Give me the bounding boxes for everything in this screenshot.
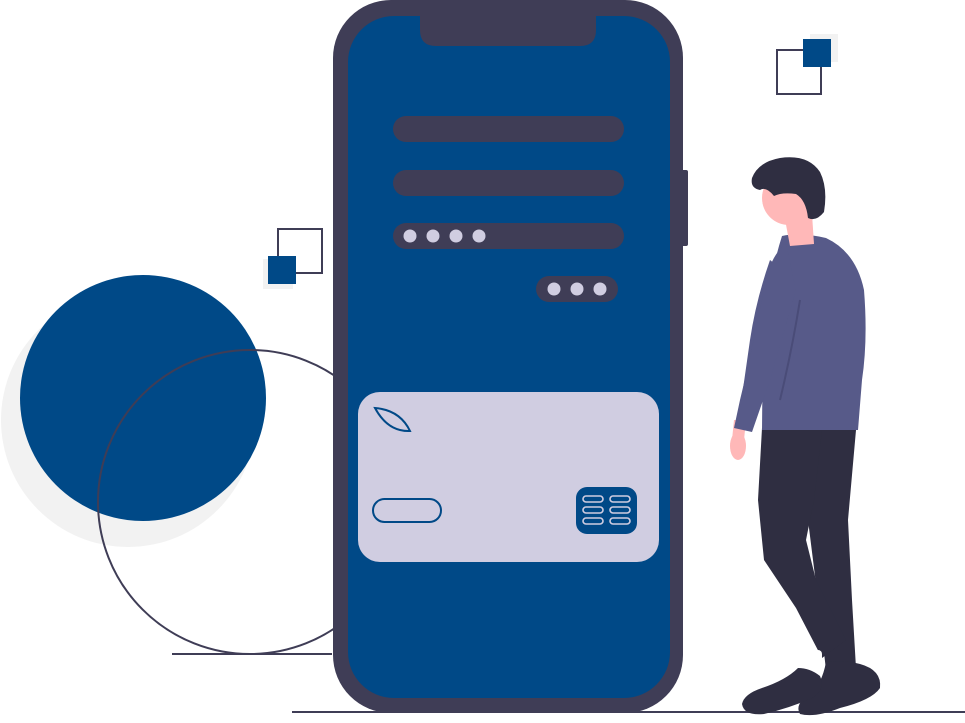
pw-dots-dot [403,229,417,243]
pw-dots-dot [426,229,440,243]
phone [333,0,688,713]
person-hair [751,157,826,220]
left-filled-square [268,256,296,284]
person [730,157,881,716]
person-ankle [800,650,822,664]
credit-card[interactable] [358,392,659,562]
person-back-leg [805,428,856,670]
pw-dots-dot [449,229,463,243]
password-field[interactable] [393,223,624,249]
person-back-shoe [798,661,881,716]
submit-button-dots [547,282,607,296]
card-number-pill [372,498,442,523]
person-front-leg [758,428,846,658]
pw-dots-dot [472,229,486,243]
leaf-logo-icon [373,406,412,433]
left-outline-square [277,228,323,274]
password-dots [403,229,486,243]
btn-dots-dot [593,282,607,296]
large-blue-circle [20,275,266,521]
phone-notch [420,16,596,46]
person-sleeve-fold [779,299,801,401]
btn-dots-dot [570,282,584,296]
card-chip-icon [576,487,637,534]
right-outline-square [776,49,822,95]
right-filled-square [803,39,831,67]
person-front-arm [734,244,796,432]
card-body [358,392,659,562]
username-field[interactable] [393,116,624,142]
background-decor [1,34,838,655]
btn-dots-dot [547,282,561,296]
person-front-shoe [742,668,822,715]
email-field[interactable] [393,170,624,196]
